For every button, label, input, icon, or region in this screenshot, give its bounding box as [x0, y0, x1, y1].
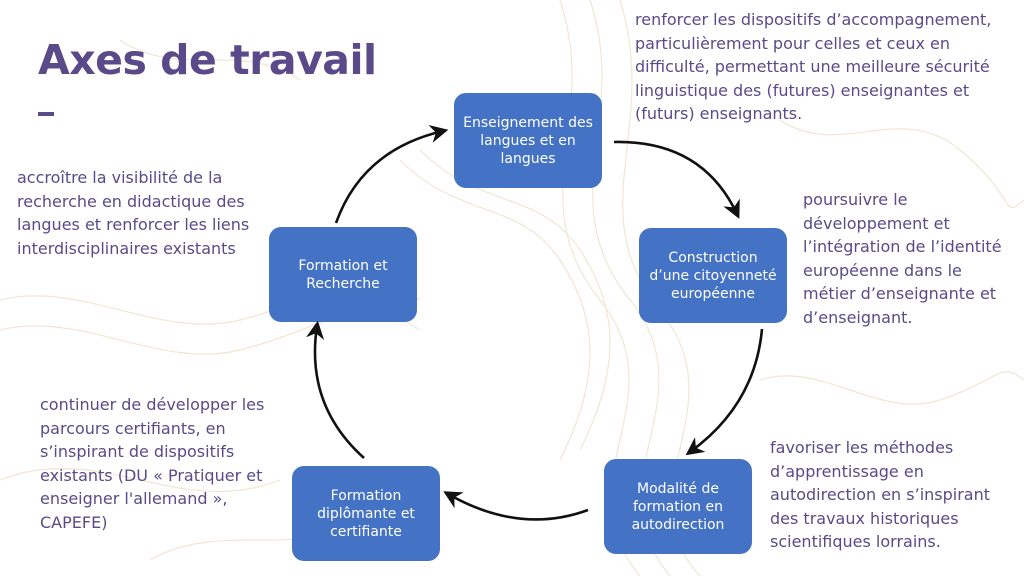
- node-formation-recherche: Formation et Recherche: [269, 227, 417, 322]
- node-citoyennete-europeenne: Construction d’une citoyenneté européenn…: [639, 228, 787, 323]
- desc-enseignement-langues: renforcer les dispositifs d’accompagneme…: [635, 10, 992, 123]
- page-title: Axes de travail: [38, 36, 377, 84]
- desc-formation-recherche: accroître la visibilité de la recherche …: [17, 168, 250, 258]
- node-autodirection-label: Modalité de formation en autodirection: [631, 480, 725, 533]
- desc-formation-diplomante: continuer de développer les parcours cer…: [40, 395, 265, 532]
- node-formation-diplomante-label: Formation diplômante et certifiante: [317, 487, 415, 540]
- node-autodirection: Modalité de formation en autodirection: [604, 459, 752, 554]
- title-underline: [38, 112, 54, 116]
- desc-citoyennete-europeenne: poursuivre le développement et l’intégra…: [803, 190, 1002, 327]
- node-citoyennete-europeenne-label: Construction d’une citoyenneté européenn…: [649, 249, 777, 302]
- node-formation-diplomante: Formation diplômante et certifiante: [292, 466, 440, 561]
- node-enseignement-langues: Enseignement des langues et en langues: [454, 93, 602, 188]
- node-enseignement-langues-label: Enseignement des langues et en langues: [463, 114, 593, 167]
- node-formation-recherche-label: Formation et Recherche: [298, 257, 388, 292]
- desc-autodirection: favoriser les méthodes d’apprentissage e…: [770, 438, 991, 551]
